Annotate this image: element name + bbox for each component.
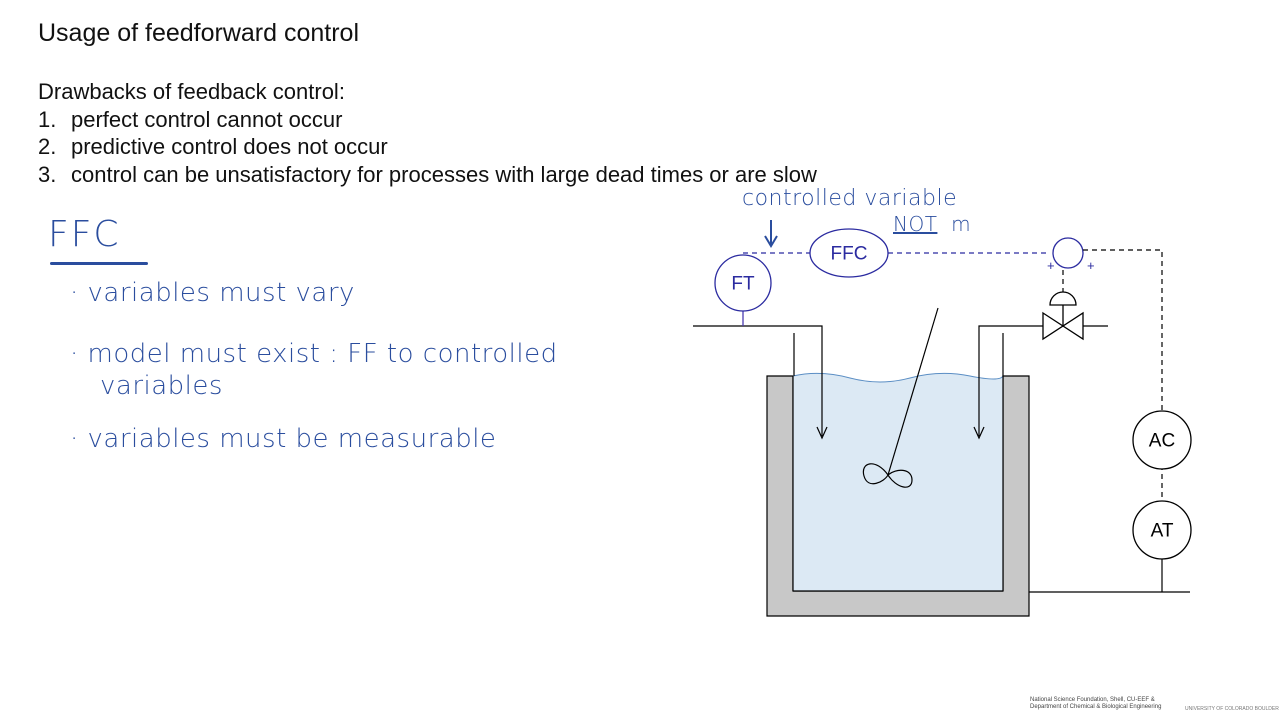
drawbacks-block: Drawbacks of feedback control: 1.perfect… — [38, 78, 817, 188]
annotation-arrow — [764, 220, 778, 248]
feed-pipe — [693, 325, 823, 436]
annotation-not-m: NOT m — [893, 212, 972, 236]
ffc-bubble — [809, 228, 889, 278]
note-bullet-1: · variables must vary — [70, 278, 355, 308]
fb-signal-line — [1083, 249, 1163, 415]
summer-junction — [1052, 237, 1084, 269]
note-bullet-3: · variables must be measurable — [70, 424, 497, 454]
drawback-item-1: 1.perfect control cannot occur — [38, 106, 343, 132]
note-bullet-2-continued: variables — [100, 371, 223, 401]
drawback-item-3: 3.control can be unsatisfactory for proc… — [38, 161, 817, 187]
footer-credits: National Science Foundation, Shell, CU-E… — [1030, 697, 1279, 712]
ffc-label: FFC — [831, 244, 868, 265]
annotation-controlled-variable: controlled variable — [742, 186, 958, 211]
at-label: AT — [1151, 521, 1174, 542]
liquid-surface — [792, 372, 1004, 383]
drawbacks-heading: Drawbacks of feedback control: — [38, 79, 345, 104]
ac-bubble — [1132, 410, 1192, 470]
ffc-heading: FFC — [48, 214, 121, 255]
ft-bubble — [714, 254, 772, 312]
summer-plus-left: + — [1047, 258, 1055, 273]
agitator-shaft — [887, 307, 939, 476]
ffc-heading-underline — [50, 262, 148, 265]
summer-plus-right: + — [1087, 258, 1095, 273]
slide-title: Usage of feedforward control — [38, 19, 360, 47]
valve-actuator — [1049, 291, 1077, 306]
note-bullet-2: · model must exist : FF to controlled — [70, 339, 558, 369]
ac-label: AC — [1149, 431, 1175, 452]
agitator-impeller — [862, 463, 913, 488]
ft-label: FT — [731, 274, 755, 295]
university-logo: UNIVERSITY OF COLORADO BOULDER — [1185, 706, 1279, 712]
drawback-item-2: 2.predictive control does not occur — [38, 134, 388, 159]
